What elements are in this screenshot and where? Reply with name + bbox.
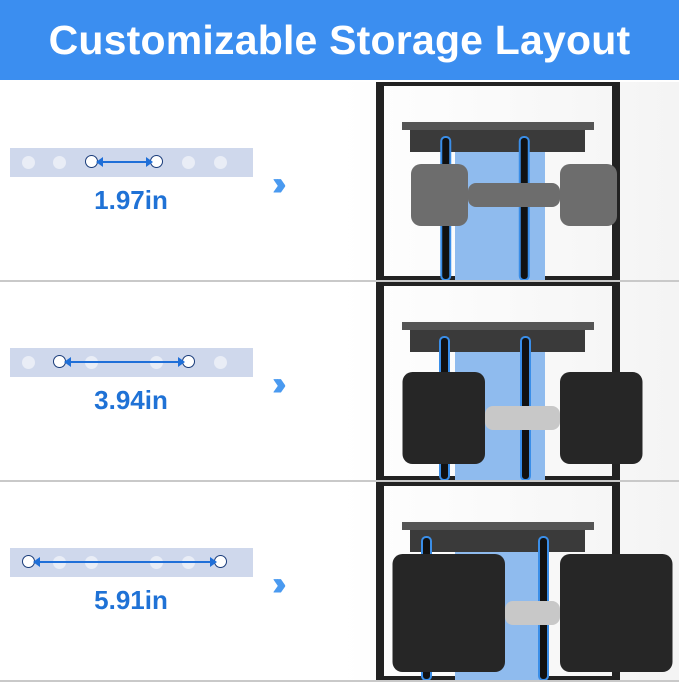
spacing-row: 5.91in ›› <box>0 482 679 682</box>
double-arrow-icon <box>96 157 153 167</box>
hole-strip <box>10 548 253 577</box>
spacing-row: 1.97in ›› <box>0 82 679 282</box>
page-title: Customizable Storage Layout <box>48 16 631 63</box>
hole <box>182 156 195 169</box>
hole <box>214 156 227 169</box>
hole <box>53 156 66 169</box>
rack-photo <box>376 82 620 280</box>
rack-photo <box>376 282 643 480</box>
hole <box>22 156 35 169</box>
hole <box>22 356 35 369</box>
spacing-label: 1.97in <box>94 185 168 215</box>
spacing-label: 5.91in <box>94 585 168 615</box>
hole <box>214 356 227 369</box>
chevron-right-icon: ›› <box>272 365 286 403</box>
header-banner: Customizable Storage Layout <box>0 0 679 80</box>
rack-photo <box>376 482 673 680</box>
hole-strip <box>10 148 253 177</box>
double-arrow-icon <box>64 357 185 367</box>
spacing-label: 3.94in <box>94 385 168 415</box>
double-arrow-icon <box>33 557 217 567</box>
hole-strip <box>10 348 253 377</box>
chevron-right-icon: ›› <box>272 565 286 603</box>
spacing-row: 3.94in ›› <box>0 282 679 482</box>
chevron-right-icon: ›› <box>272 165 286 203</box>
